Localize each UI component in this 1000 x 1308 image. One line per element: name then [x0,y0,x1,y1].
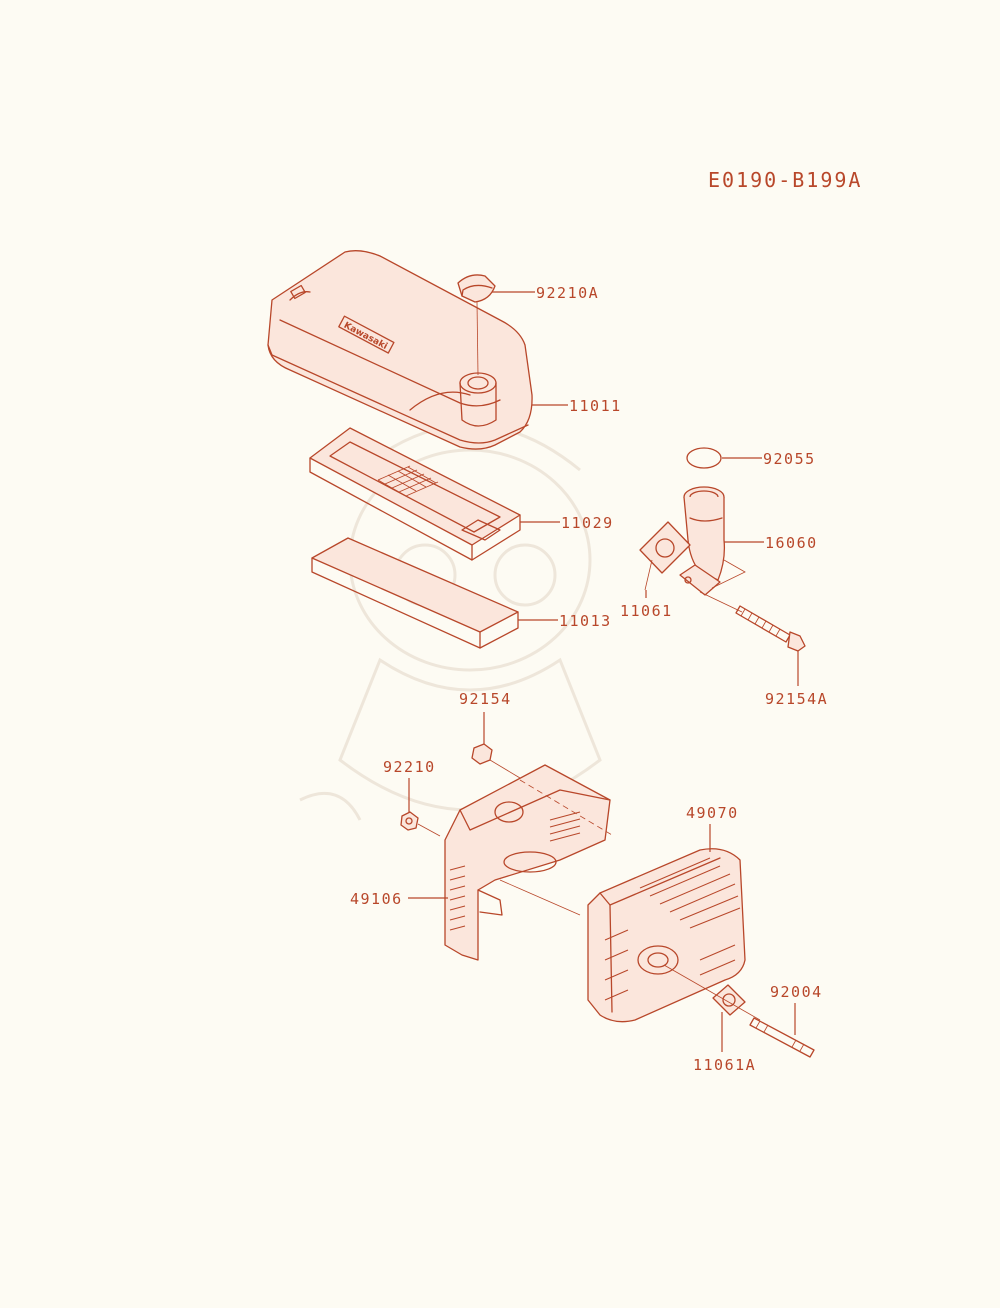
nut-92210 [400,811,441,837]
cover-knob [457,274,496,376]
part-label-92055[interactable]: 92055 [763,450,816,468]
pre-cleaner-foam [311,537,519,649]
air-cleaner-cover: Kawasaki [267,250,533,450]
part-label-92154[interactable]: 92154 [459,690,512,708]
part-label-92004[interactable]: 92004 [770,983,823,1001]
part-label-16060[interactable]: 16060 [765,534,818,552]
part-label-92210a[interactable]: 92210A [536,284,600,302]
long-bolt [699,591,806,652]
muffler [587,848,746,1023]
part-label-49106[interactable]: 49106 [350,890,403,908]
part-label-11061a[interactable]: 11061A [693,1056,757,1074]
elbow-gasket [639,521,691,591]
leader-lines [408,291,799,1052]
part-label-11011[interactable]: 11011 [569,397,622,415]
intake-elbow [679,486,746,596]
part-label-11029[interactable]: 11029 [561,514,614,532]
part-label-92210[interactable]: 92210 [383,758,436,776]
o-ring [686,447,722,469]
part-label-11061[interactable]: 11061 [620,602,673,620]
stud-bolt [749,1017,815,1058]
bolt-92154 [471,743,521,779]
air-filter-element [309,427,521,561]
muffler-cover [444,764,613,961]
part-label-92154a[interactable]: 92154A [765,690,829,708]
muffler-gasket [663,964,761,1021]
part-label-11013[interactable]: 11013 [559,612,612,630]
part-label-49070[interactable]: 49070 [686,804,739,822]
diagram-code: E0190-B199A [708,168,863,192]
